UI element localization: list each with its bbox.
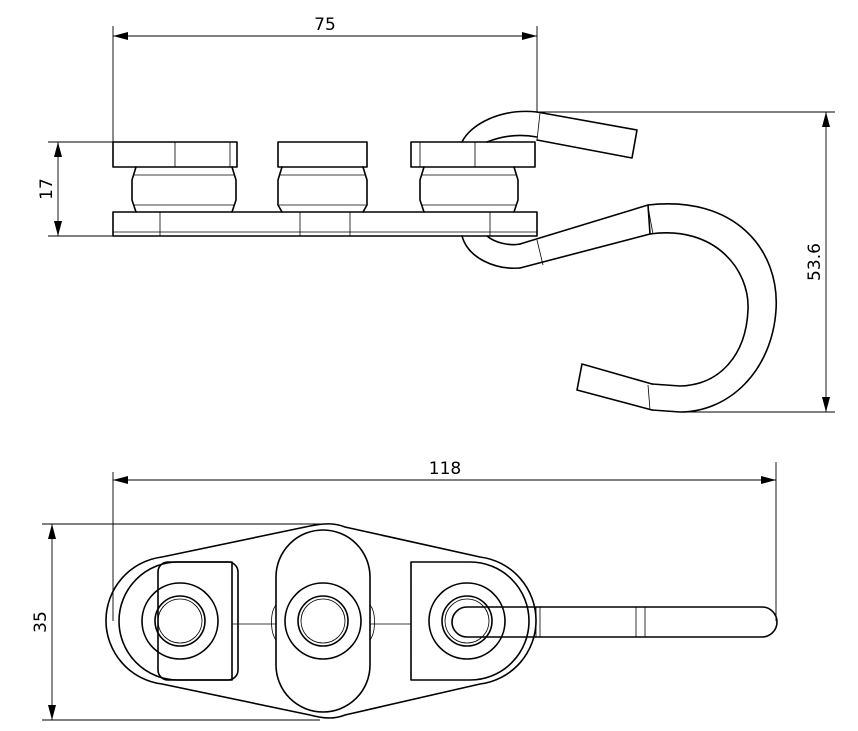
right-roller xyxy=(410,141,536,213)
dimension-17-label: 17 xyxy=(37,178,57,200)
base-plate xyxy=(112,211,538,237)
dimension-75: 75 xyxy=(112,15,538,142)
hook xyxy=(461,110,777,413)
dimension-35: 35 xyxy=(31,523,320,721)
hook-rod xyxy=(451,606,778,638)
top-view: 118 35 xyxy=(31,459,778,721)
dimension-35-label: 35 xyxy=(31,611,51,633)
right-washer xyxy=(410,561,530,681)
dimension-118: 118 xyxy=(112,459,777,621)
middle-roller xyxy=(277,141,368,213)
plate-outline xyxy=(105,523,537,719)
dimension-53-6-label: 53.6 xyxy=(805,243,825,281)
center-roller xyxy=(232,529,411,713)
left-washer xyxy=(118,561,239,681)
dimension-17: 17 xyxy=(37,141,113,237)
side-view: 75 17 53.6 xyxy=(37,15,835,413)
dimension-75-label: 75 xyxy=(314,15,336,35)
dimension-53-6: 53.6 xyxy=(537,111,835,413)
dimension-118-label: 118 xyxy=(429,459,461,479)
left-roller xyxy=(112,141,238,213)
